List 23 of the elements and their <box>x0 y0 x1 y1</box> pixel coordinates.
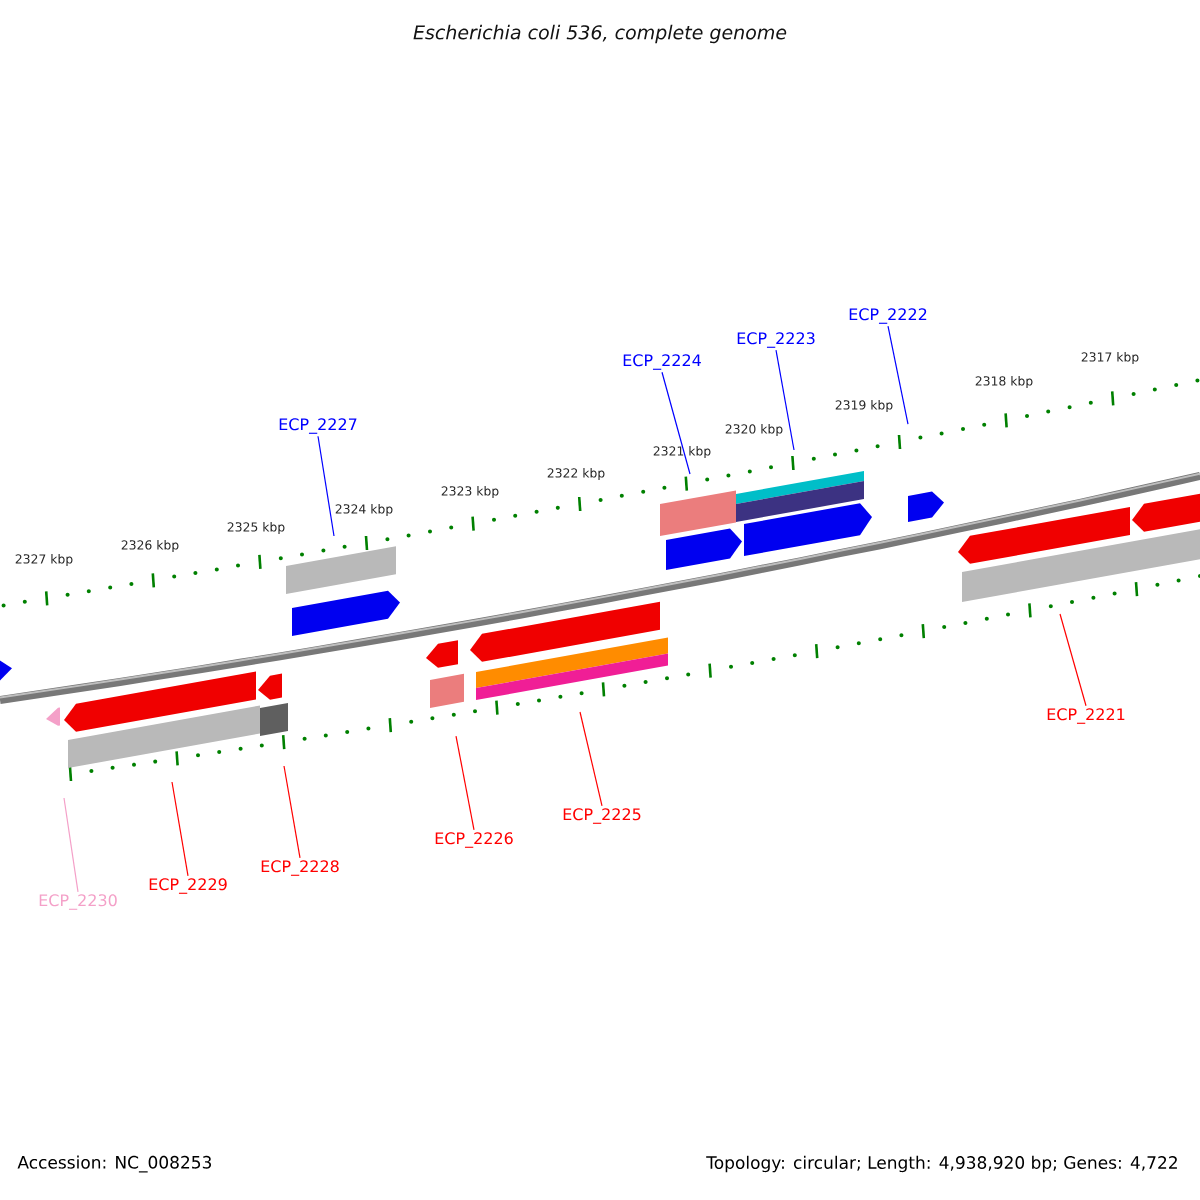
gene-label: ECP_2226 <box>435 832 513 848</box>
title: Escherichia coli 536, complete genome <box>413 24 787 44</box>
gene-label: ECP_2227 <box>279 418 357 434</box>
leader-line <box>887 325 909 425</box>
info-text: Topology: circular; Length: 4,938,920 bp; Genes: 4,722 <box>706 1155 1177 1173</box>
gene-label: ECP_2223 <box>737 332 815 348</box>
leader-line <box>317 435 335 537</box>
info-text: Accession: NC_008253 <box>17 1155 211 1173</box>
gene-label: ECP_2225 <box>563 808 641 824</box>
gene-label: ECP_2229 <box>149 878 227 894</box>
gene-label: ECP_2230 <box>39 894 117 910</box>
gene-label: ECP_2228 <box>261 860 339 876</box>
leader-line <box>661 371 691 475</box>
leader-line <box>63 797 79 893</box>
leader-line <box>775 349 795 451</box>
gene-label: ECP_2224 <box>623 354 701 370</box>
gene-label: ECP_2221 <box>1047 708 1125 724</box>
leader-line <box>579 711 603 807</box>
leader-line <box>1059 613 1087 707</box>
leader-line <box>283 765 301 859</box>
leader-line <box>171 781 189 877</box>
leader-line <box>455 735 475 831</box>
gene-label: ECP_2222 <box>849 308 927 324</box>
